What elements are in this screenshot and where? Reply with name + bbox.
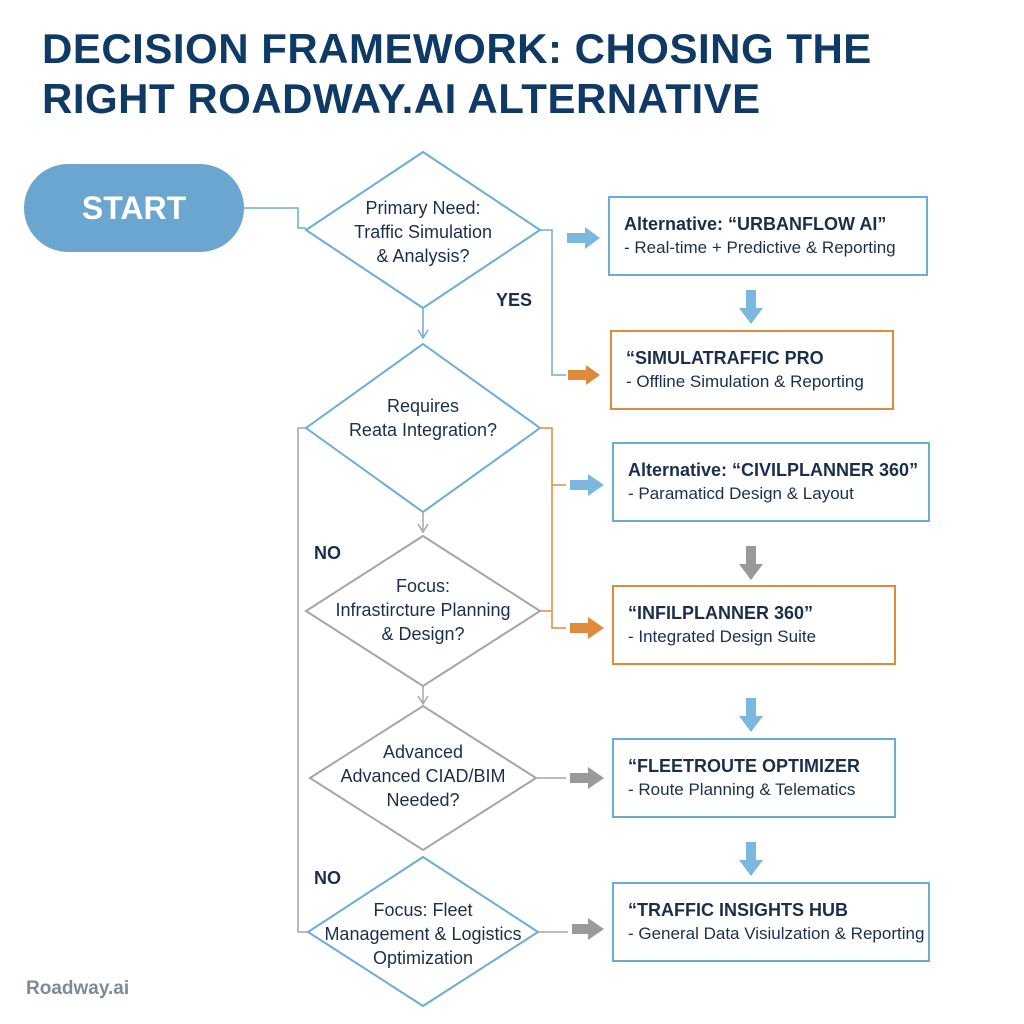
decision-text-3: Focus: Infrastircture Planning & Design? xyxy=(335,576,511,644)
arrow-right-4 xyxy=(570,617,604,639)
edge-label-no-2: NO xyxy=(314,868,341,888)
arrow-right-1 xyxy=(567,227,600,249)
connector-decision-1-yes xyxy=(540,229,566,376)
alternative-box-urbanflow-ai[interactable]: Alternative: “URBANFLOW AI” - Real-time … xyxy=(608,196,928,276)
connector-no-loop xyxy=(297,427,308,933)
alternative-box-simulatraffic-pro[interactable]: “SIMULATRAFFIC PRO - Offline Simulation … xyxy=(610,330,894,410)
alternative-description: - Paramaticd Design & Layout xyxy=(628,484,854,503)
edge-label-yes-small: YES xyxy=(571,368,596,382)
arrow-down-3 xyxy=(739,698,763,732)
alternative-title: “TRAFFIC INSIGHTS HUB xyxy=(628,900,848,920)
alternative-description: - General Data Visiulzation & Reporting xyxy=(628,924,925,943)
decision-text-1: Primary Need: Traffic Simulation & Analy… xyxy=(353,198,493,266)
arrow-right-6 xyxy=(572,918,604,940)
decision-text-2: Requires Reata Integration? xyxy=(348,396,498,440)
alternative-title: Alternative: “URBANFLOW AI” xyxy=(624,214,887,234)
alternative-title: Alternative: “CIVILPLANNER 360” xyxy=(628,460,919,480)
decision-text-5: Focus: Fleet Management & Logistics Opti… xyxy=(324,900,522,968)
arrow-down-4 xyxy=(739,842,763,876)
alternative-title: “SIMULATRAFFIC PRO xyxy=(626,348,824,368)
decision-diamond-advanced-cad-bim[interactable] xyxy=(308,704,538,852)
alternative-description: - Integrated Design Suite xyxy=(628,627,817,646)
start-node[interactable]: START xyxy=(24,164,244,252)
alternative-box-traffic-insights-hub[interactable]: “TRAFFIC INSIGHTS HUB - General Data Vis… xyxy=(612,882,930,962)
connector-start-to-decision-1 xyxy=(244,207,306,229)
arrowhead-decision-3 xyxy=(417,523,429,534)
arrow-down-2 xyxy=(739,546,763,580)
arrow-down-1 xyxy=(739,290,763,324)
alternative-box-fleetroute-optimizer[interactable]: “FLEETROUTE OPTIMIZER - Route Planning &… xyxy=(612,738,896,818)
arrow-right-2 xyxy=(568,365,600,385)
alternative-title: “FLEETROUTE OPTIMIZER xyxy=(628,756,860,776)
brand-footer: Roadway.ai xyxy=(26,978,130,999)
alternative-box-civilplanner-360[interactable]: Alternative: “CIVILPLANNER 360” - Parama… xyxy=(612,442,930,522)
alternative-description: - Route Planning & Telematics xyxy=(628,780,856,799)
decision-diamond-fleet-management[interactable] xyxy=(306,855,540,1008)
edge-label-yes: YES xyxy=(496,290,533,310)
connector-decision-2-right xyxy=(540,427,566,629)
alternative-title: “INFILPLANNER 360” xyxy=(628,603,814,623)
alternative-box-infilplanner-360[interactable]: “INFILPLANNER 360” - Integrated Design S… xyxy=(612,585,896,665)
page-title: DECISION FRAMEWORK: CHOSING THE RIGHT RO… xyxy=(42,25,872,122)
arrowhead-decision-4 xyxy=(417,695,429,706)
alternative-description: - Offline Simulation & Reporting xyxy=(626,372,864,391)
decision-text-4: Advanced Advanced CIAD/BIM Needed? xyxy=(340,742,506,810)
arrow-right-5 xyxy=(570,767,604,789)
arrowhead-decision-2 xyxy=(417,329,429,340)
arrow-right-3 xyxy=(570,474,604,496)
alternative-description: - Real-time + Predictive & Reporting xyxy=(624,238,896,257)
edge-label-no-1: NO xyxy=(314,543,341,563)
